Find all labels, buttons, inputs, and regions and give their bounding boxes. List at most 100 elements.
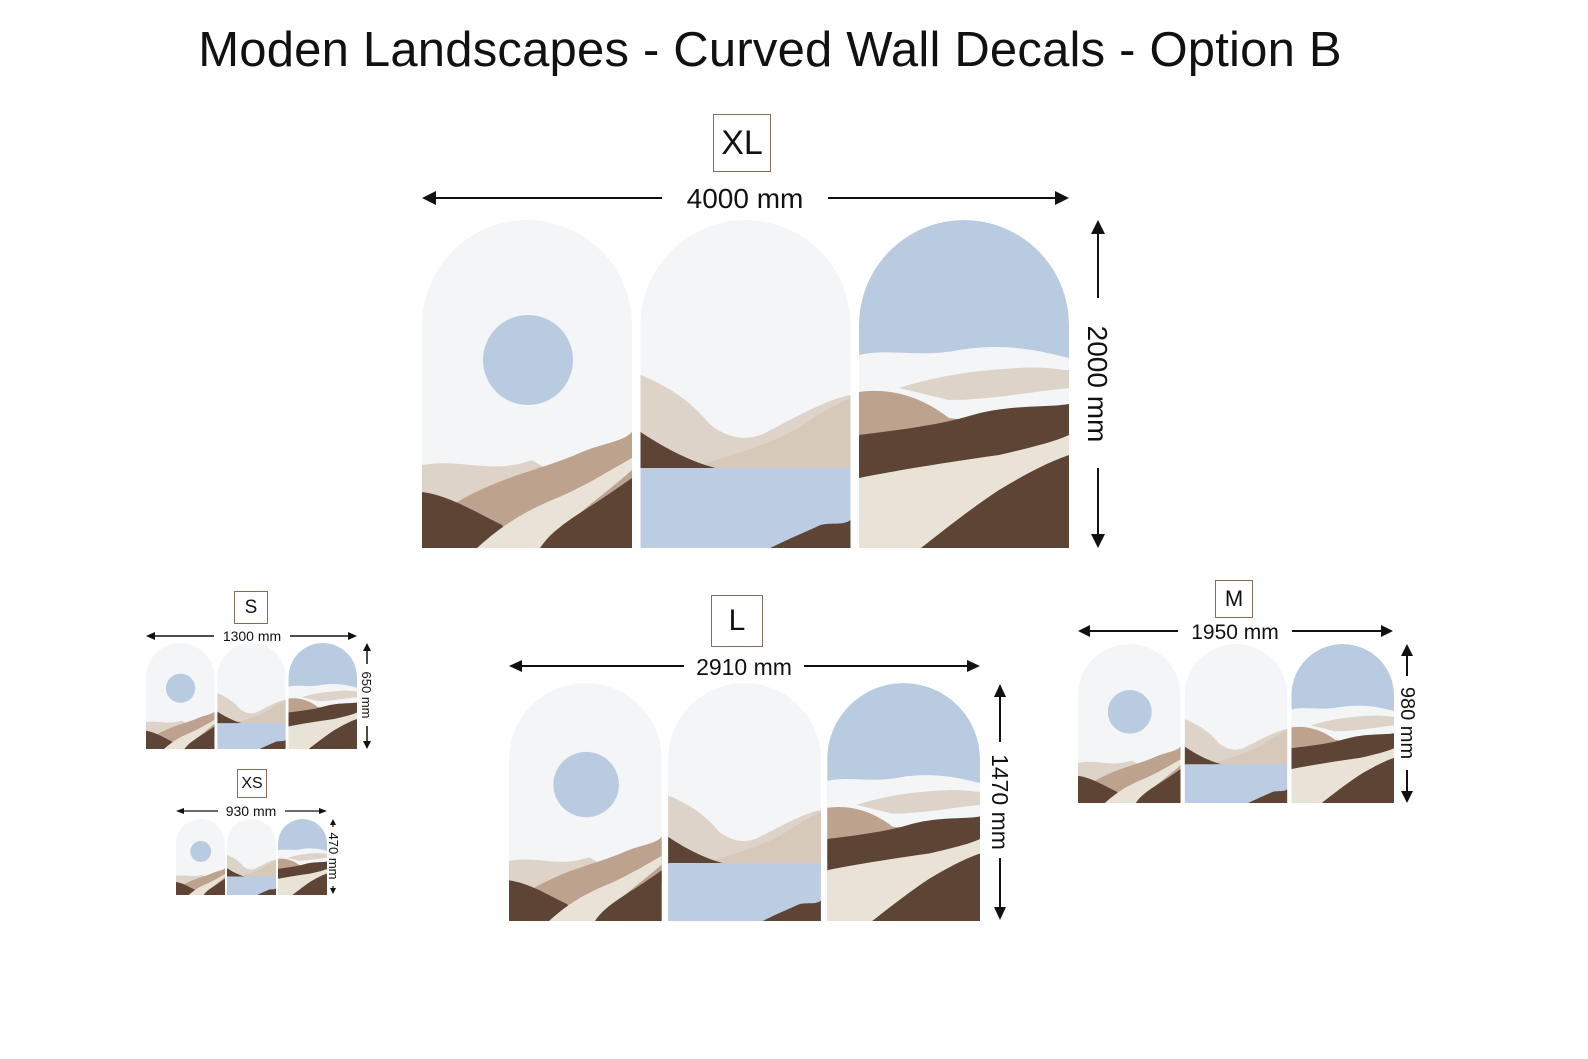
arch-panel-1 bbox=[176, 819, 226, 895]
arch-panel-2 bbox=[1184, 644, 1288, 803]
arch-panel-1 bbox=[509, 683, 662, 921]
arch-panel-3 bbox=[1291, 644, 1394, 803]
sand-cloud bbox=[899, 367, 1069, 400]
dark-hill-right bbox=[1321, 757, 1394, 803]
decal-panels-s bbox=[146, 643, 357, 749]
arch-panel-2 bbox=[640, 220, 851, 548]
dark-hill-left bbox=[1078, 775, 1125, 803]
sun-circle bbox=[1107, 690, 1152, 734]
arch-panel-1 bbox=[422, 220, 632, 548]
size-tag-m: M bbox=[1215, 580, 1253, 618]
cream-path bbox=[1104, 759, 1181, 803]
arch-panel-2 bbox=[226, 819, 277, 895]
dark-hill-right bbox=[540, 478, 632, 548]
cream-path bbox=[549, 855, 662, 921]
size-tag-label: S bbox=[244, 596, 258, 618]
lake bbox=[668, 862, 821, 921]
dark-hill-right bbox=[594, 870, 662, 921]
size-tag-s: S bbox=[234, 591, 268, 624]
dark-hill-left bbox=[176, 882, 199, 895]
height-label-s: 650 mm bbox=[359, 672, 374, 719]
lake bbox=[1184, 764, 1288, 803]
dark-hill-right bbox=[203, 878, 226, 895]
arch-panel-3 bbox=[859, 220, 1069, 548]
tan-hill bbox=[530, 836, 662, 921]
sand-hill-front bbox=[711, 812, 821, 865]
sand-hill-front bbox=[240, 860, 277, 877]
tan-hill bbox=[155, 711, 215, 749]
sand-cloud bbox=[1310, 715, 1394, 732]
lake bbox=[217, 723, 286, 749]
size-tag-xs: XS bbox=[237, 769, 267, 798]
dark-shore-bottom bbox=[762, 900, 821, 921]
dark-shore-bottom bbox=[257, 888, 277, 895]
arch-panel-3 bbox=[827, 683, 980, 921]
dark-shore bbox=[1184, 746, 1222, 766]
arch-panel-1 bbox=[1078, 644, 1181, 803]
lake bbox=[640, 468, 851, 548]
size-tag-label: L bbox=[728, 604, 746, 637]
cream-path bbox=[477, 458, 632, 548]
sand-cloud bbox=[287, 853, 327, 861]
cream-path bbox=[188, 874, 226, 895]
arch-panel-2 bbox=[217, 643, 286, 749]
sand-hill-front bbox=[700, 398, 851, 470]
sun-circle bbox=[483, 315, 573, 405]
dark-hill-left bbox=[422, 492, 517, 548]
arch-panel-2 bbox=[668, 683, 821, 921]
size-tag-label: XL bbox=[721, 123, 763, 162]
size-tag-l: L bbox=[711, 595, 763, 647]
dark-shore-bottom bbox=[770, 520, 851, 548]
sand-cloud bbox=[301, 690, 357, 702]
dark-shore bbox=[640, 432, 716, 470]
dark-shore-bottom bbox=[1248, 789, 1288, 803]
page-title: Moden Landscapes - Curved Wall Decals - … bbox=[198, 23, 1342, 77]
dark-hill-left bbox=[509, 880, 579, 921]
height-label-l: 1470 mm bbox=[987, 754, 1013, 850]
dark-hill-right bbox=[308, 718, 357, 749]
lake bbox=[226, 876, 277, 895]
decal-panels-xl bbox=[422, 220, 1069, 548]
size-tag-label: M bbox=[1224, 586, 1244, 611]
dark-shore-bottom bbox=[259, 739, 286, 749]
dark-hill-right bbox=[1135, 769, 1181, 803]
arch-panel-3 bbox=[288, 643, 357, 749]
dark-hill-right bbox=[921, 455, 1069, 548]
decal-panels-l bbox=[509, 683, 980, 921]
dark-shore bbox=[668, 836, 723, 865]
sun-circle bbox=[165, 673, 196, 703]
sand-hill-front bbox=[236, 700, 286, 724]
dark-hill-left bbox=[146, 730, 177, 749]
decal-panels-xs bbox=[176, 819, 327, 895]
cream-path bbox=[163, 719, 215, 749]
height-label-m: 980 mm bbox=[1396, 687, 1418, 759]
decal-panels-m bbox=[1078, 644, 1394, 803]
height-label-xs: 470 mm bbox=[326, 833, 341, 880]
dark-shore bbox=[226, 868, 245, 877]
sun-circle bbox=[190, 841, 212, 862]
width-label-s: 1300 mm bbox=[223, 628, 281, 644]
dark-hill-right bbox=[872, 853, 980, 921]
width-label-l: 2910 mm bbox=[696, 654, 792, 680]
dark-hill-right bbox=[184, 726, 215, 749]
size-tag-label: XS bbox=[241, 774, 263, 792]
width-label-xl: 4000 mm bbox=[687, 183, 804, 214]
tan-hill bbox=[1092, 746, 1181, 803]
width-label-xs: 930 mm bbox=[226, 803, 277, 819]
arch-panel-1 bbox=[146, 643, 215, 749]
tan-hill bbox=[183, 868, 226, 895]
arch-panel-3 bbox=[277, 819, 327, 895]
dark-shore bbox=[217, 711, 242, 724]
width-label-m: 1950 mm bbox=[1191, 621, 1279, 644]
sun-circle bbox=[553, 751, 619, 818]
sand-hill-front bbox=[1214, 730, 1288, 766]
sand-cloud bbox=[856, 789, 980, 814]
height-label-xl: 2000 mm bbox=[1082, 326, 1113, 443]
tan-hill bbox=[452, 432, 632, 548]
size-tag-xl: XL bbox=[713, 114, 771, 172]
